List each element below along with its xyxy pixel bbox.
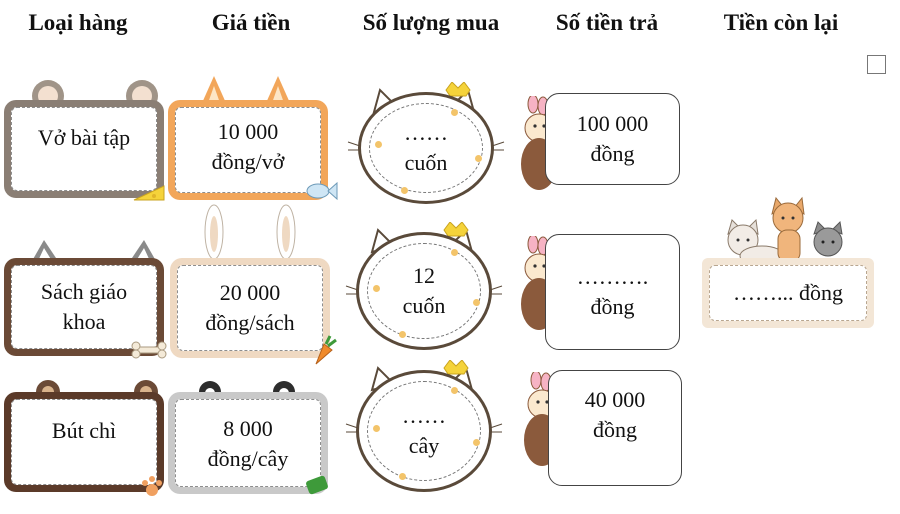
item-card-pencil: Bút chì bbox=[4, 392, 164, 492]
remain-card: ……... đồng bbox=[702, 258, 874, 328]
price-card-notebook: 10 000 đồng/vở bbox=[168, 100, 328, 200]
paid-box-textbook: ………. đồng bbox=[545, 234, 680, 350]
qty-unit: cây bbox=[408, 433, 440, 458]
paid-unit: đồng bbox=[593, 417, 637, 442]
paid-amount: 100 000 bbox=[576, 111, 649, 137]
price-unit: đồng/vở bbox=[211, 149, 285, 174]
paid-amount: 40 000 bbox=[584, 387, 646, 413]
item-card-textbook: Sách giáo khoa bbox=[4, 258, 164, 356]
qty-circle-textbook: 12 cuốn bbox=[356, 232, 492, 350]
qty-unit: cuốn bbox=[404, 150, 448, 175]
fox-ears-icon bbox=[202, 76, 290, 103]
qty-value: 12 bbox=[412, 263, 435, 289]
item-card-notebook: Vở bài tập bbox=[4, 100, 164, 198]
paid-box-notebook: 100 000 đồng bbox=[545, 93, 680, 185]
price-card-pencil: 8 000 đồng/cây bbox=[168, 392, 328, 494]
header-remain: Tiền còn lại bbox=[723, 10, 839, 35]
bunny-ears-icon bbox=[204, 204, 296, 260]
fish-icon bbox=[306, 181, 338, 201]
header-paid: Số tiền trả bbox=[555, 10, 659, 35]
item-label-line2: khoa bbox=[62, 309, 106, 334]
item-label: Vở bài tập bbox=[37, 125, 131, 151]
whiskers-icon bbox=[347, 141, 505, 151]
cheese-icon bbox=[133, 185, 165, 201]
paid-unit: đồng bbox=[590, 294, 635, 319]
header-qty: Số lượng mua bbox=[362, 10, 500, 35]
price-amount: 8 000 bbox=[223, 416, 273, 442]
carrot-icon bbox=[315, 335, 337, 365]
qty-circle-notebook: …… cuốn bbox=[358, 92, 494, 204]
header-price: Giá tiền bbox=[211, 10, 291, 35]
paid-box-pencil: 40 000 đồng bbox=[548, 370, 682, 486]
whiskers-icon bbox=[345, 423, 503, 433]
price-card-textbook: 20 000 đồng/sách bbox=[170, 258, 330, 358]
qty-unit: cuốn bbox=[402, 293, 446, 318]
leaf-icon bbox=[306, 475, 328, 495]
gray-cat-ears-icon bbox=[32, 240, 156, 261]
paid-unit: đồng bbox=[590, 141, 635, 166]
header-item: Loại hàng bbox=[28, 10, 128, 35]
checkbox[interactable] bbox=[867, 55, 886, 74]
price-unit: đồng/cây bbox=[207, 446, 289, 471]
price-unit: đồng/sách bbox=[205, 310, 295, 335]
price-amount: 10 000 bbox=[217, 119, 279, 145]
paid-amount[interactable]: ………. bbox=[576, 264, 649, 290]
bone-icon bbox=[131, 341, 167, 359]
price-amount: 20 000 bbox=[219, 280, 281, 306]
qty-circle-pencil: …… cây bbox=[356, 370, 492, 492]
item-label: Bút chì bbox=[51, 418, 117, 444]
qty-value[interactable]: …… bbox=[404, 120, 448, 146]
qty-value[interactable]: …… bbox=[402, 403, 446, 429]
remain-value[interactable]: ……... đồng bbox=[733, 280, 843, 306]
whiskers-icon bbox=[345, 285, 503, 295]
paw-icon bbox=[142, 476, 162, 496]
item-label-line1: Sách giáo bbox=[40, 279, 128, 305]
